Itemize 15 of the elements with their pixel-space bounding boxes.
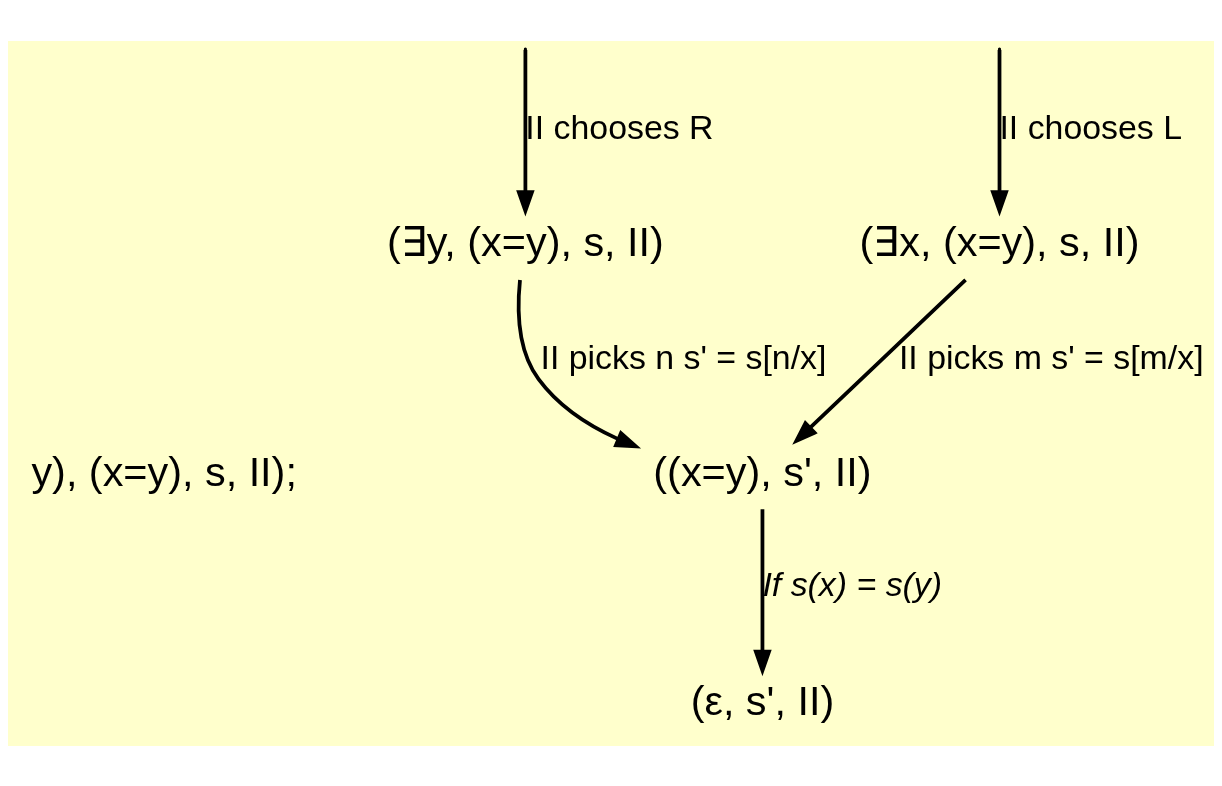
node-text: (ε, s', II)	[690, 677, 835, 724]
label: y), (x=y), s, II);	[31, 448, 297, 495]
edge-label: II chooses L	[999, 107, 1183, 146]
node-text: (∃y, (x=y), s, II)	[386, 218, 664, 265]
edge-label: II chooses R	[525, 107, 714, 146]
arrow	[516, 49, 535, 217]
node-text: (∃x, (x=y), s, II)	[859, 218, 1140, 265]
node-text: ((x=y), s', II)	[653, 448, 872, 495]
arrow	[990, 49, 1009, 217]
arrow	[516, 279, 642, 449]
arrow	[792, 277, 967, 445]
edge-label: II picks m s' = s[m/x]	[898, 337, 1204, 376]
edge-label: If s(x) = s(y)	[762, 564, 943, 603]
edge-label: II picks n s' = s[n/x]	[540, 337, 827, 376]
arrow	[753, 508, 772, 676]
